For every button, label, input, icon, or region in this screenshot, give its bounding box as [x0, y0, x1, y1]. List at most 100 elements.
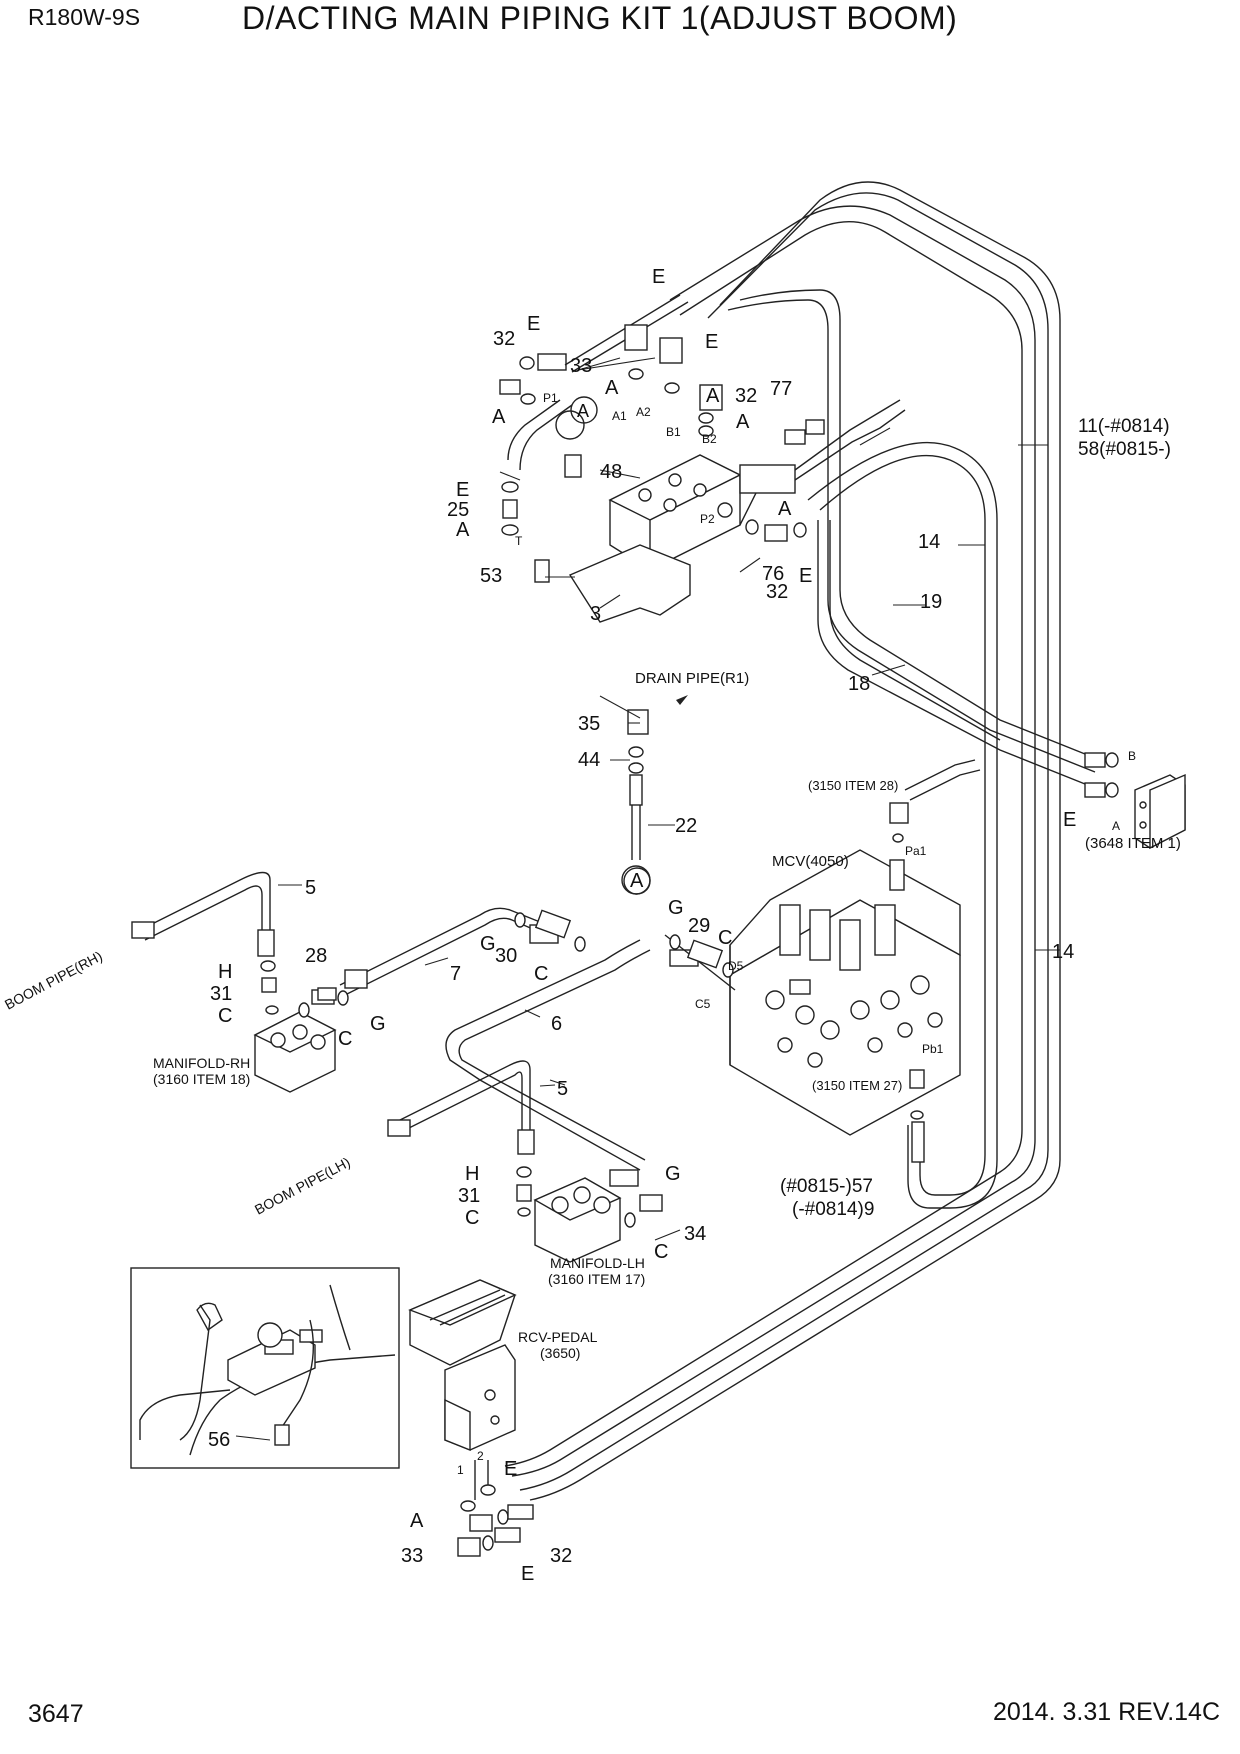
note-11-label: 11(-#0814)	[1078, 416, 1170, 437]
manifold-rh	[253, 960, 337, 1093]
item-3648-1-label: (3648 ITEM 1)	[1085, 835, 1181, 852]
callout-28: 28	[305, 945, 327, 967]
port-p2: P2	[700, 512, 715, 526]
callout-e: E	[799, 565, 812, 587]
manifold-lh	[516, 1166, 663, 1263]
port-pb1: Pb1	[922, 1042, 944, 1056]
boom-pipe-lh-label: BOOM PIPE(LH)	[252, 1154, 353, 1218]
callout-29: 29	[688, 915, 710, 937]
callout-32: 32	[493, 328, 515, 350]
fittings-29-30	[317, 909, 734, 1006]
callout-44: 44	[578, 749, 600, 771]
port-1: 1	[457, 1463, 464, 1477]
item-3150-28-fitting	[889, 759, 981, 843]
callout-14: 14	[918, 531, 940, 553]
callout-31: 31	[458, 1185, 480, 1207]
callout-56: 56	[208, 1429, 230, 1451]
callout-30: 30	[495, 945, 517, 967]
callout-34: 34	[684, 1223, 706, 1245]
note-9-label: (-#0814)9	[792, 1199, 874, 1220]
callout-g: G	[480, 933, 496, 955]
callout-33: 33	[401, 1545, 423, 1567]
callout-e: E	[521, 1563, 534, 1585]
callout-e: E	[456, 479, 469, 501]
callout-c: C	[654, 1241, 668, 1263]
callout-32: 32	[766, 581, 788, 603]
callout-35: 35	[578, 713, 600, 735]
callout-a: A	[492, 406, 506, 428]
callout-22: 22	[675, 815, 697, 837]
callout-48: 48	[600, 461, 622, 483]
callout-a-circled: A	[630, 870, 644, 892]
port-d5: D5	[728, 959, 744, 973]
callout-14: 14	[1052, 941, 1074, 963]
manifold-rh-label: MANIFOLD-RH	[153, 1055, 250, 1071]
callout-e: E	[1063, 809, 1076, 831]
callout-a: A	[736, 411, 750, 433]
port-2: 2	[477, 1449, 484, 1463]
callout-e: E	[504, 1458, 517, 1480]
port-b1: B1	[666, 425, 681, 439]
callout-g: G	[668, 897, 684, 919]
port-c5: C5	[695, 997, 711, 1011]
page-title: D/ACTING MAIN PIPING KIT 1(ADJUST BOOM)	[242, 0, 958, 36]
callout-a: A	[706, 385, 720, 407]
port-a1: A1	[612, 409, 627, 423]
port-t: T	[515, 534, 523, 548]
callout-labels: E E E 32 33 A A 32 77 A A 48 E 25 A A 53…	[208, 266, 1076, 1585]
callout-e: E	[705, 331, 718, 353]
circled-a-marks: A	[570, 396, 651, 895]
item-3150-28-label: (3150 ITEM 28)	[808, 778, 898, 793]
callout-3: 3	[590, 603, 601, 625]
manifold-rh-ref: (3160 ITEM 18)	[153, 1071, 250, 1087]
port-b: B	[1128, 749, 1136, 763]
callout-c: C	[534, 963, 548, 985]
callout-7: 7	[450, 963, 461, 985]
callout-5: 5	[557, 1078, 568, 1100]
drain-pipe-label: DRAIN PIPE(R1)	[635, 670, 749, 687]
long-hose-bundle	[504, 181, 1101, 1501]
upper-valve-block	[568, 399, 906, 623]
callout-e: E	[652, 266, 665, 288]
port-a2: A2	[636, 405, 651, 419]
callout-g: G	[370, 1013, 386, 1035]
note-58-label: 58(#0815-)	[1078, 439, 1171, 460]
callout-31: 31	[210, 983, 232, 1005]
port-p1: P1	[543, 391, 558, 405]
callout-25: 25	[447, 499, 469, 521]
circled-a-label: A	[577, 401, 589, 421]
callout-e: E	[527, 313, 540, 335]
callout-h: H	[465, 1163, 479, 1185]
port-labels: P1 A1 A2 B1 B2 P2 T Pa1 Pb1 C5 D5 A B 1 …	[457, 391, 1136, 1477]
manifold-lh-ref: (3160 ITEM 17)	[548, 1271, 645, 1287]
callout-5: 5	[305, 877, 316, 899]
callout-33: 33	[570, 355, 592, 377]
callout-g: G	[665, 1163, 681, 1185]
boom-pipes	[131, 871, 736, 1187]
callout-a: A	[456, 519, 470, 541]
callout-a: A	[778, 498, 792, 520]
callout-77: 77	[770, 378, 792, 400]
port-b2: B2	[702, 432, 717, 446]
model-number: R180W-9S	[28, 4, 141, 30]
drain-pipe-assembly	[621, 695, 688, 895]
callout-76: 76	[762, 563, 784, 585]
rcv-pedal-label: RCV-PEDAL	[518, 1329, 598, 1345]
callout-32: 32	[550, 1545, 572, 1567]
leader-lines	[235, 357, 1060, 1441]
callout-53: 53	[480, 565, 502, 587]
item-3150-27-label: (3150 ITEM 27)	[812, 1078, 902, 1093]
mcv-block	[729, 849, 961, 1163]
callout-c: C	[338, 1028, 352, 1050]
callout-a: A	[605, 377, 619, 399]
rcv-pedal	[408, 1279, 534, 1557]
manifold-lh-label: MANIFOLD-LH	[550, 1255, 645, 1271]
date-revision: 2014. 3.31 REV.14C	[992, 1698, 1220, 1726]
cab-inset	[130, 1267, 400, 1469]
right-bracket	[1084, 752, 1186, 850]
note-57-label: (#0815-)57	[780, 1176, 873, 1197]
callout-32: 32	[735, 385, 757, 407]
callout-h: H	[218, 961, 232, 983]
port-a: A	[1112, 819, 1120, 833]
